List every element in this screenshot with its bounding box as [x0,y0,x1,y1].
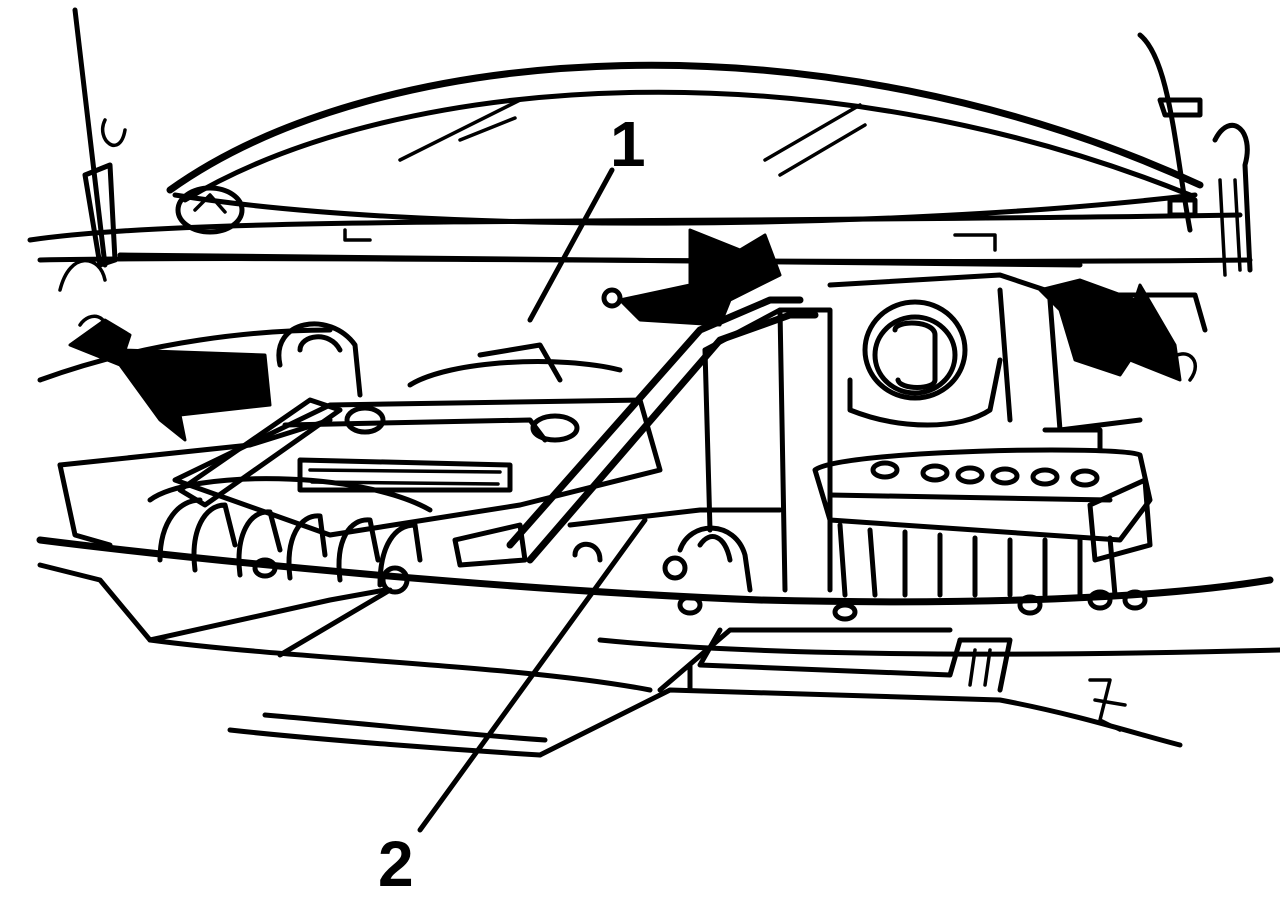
leader-2 [417,517,648,833]
callout-label-2: 2 [378,828,414,900]
leader-1 [527,167,615,323]
arrow-left [68,314,272,442]
callout-label-1: 1 [610,108,646,180]
strut-bar [177,296,819,568]
battery [812,427,1153,622]
center-bulkhead [567,307,833,616]
windshield [166,61,1204,226]
left-intake-area [37,321,363,548]
arrow-center [601,228,782,327]
left-hood-support [58,7,127,292]
right-hood-support [1137,32,1253,277]
arrow-right [1038,278,1197,382]
cowl-panel [27,185,1253,268]
callout-leaders [417,167,648,833]
front-body [36,536,1280,758]
